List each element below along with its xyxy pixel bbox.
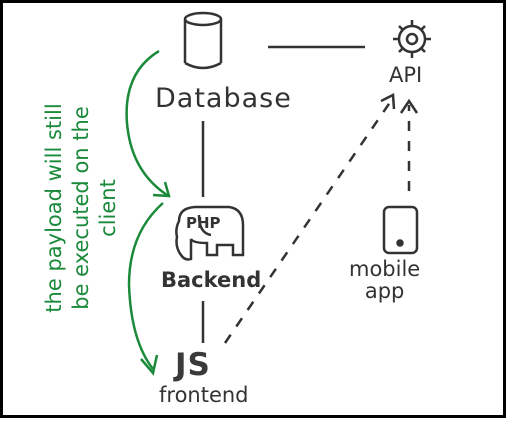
- api-label: API: [389, 63, 423, 87]
- elephant-icon: [175, 205, 245, 261]
- mobile-app-label: mobile app: [349, 258, 420, 302]
- app-label-line: app: [364, 279, 405, 303]
- backend-label: Backend: [161, 268, 262, 292]
- annotation-line-3: client: [96, 179, 120, 237]
- database-label: Database: [155, 83, 292, 114]
- gear-icon: [393, 20, 431, 58]
- mobile-api-dashed-arrow: [399, 98, 419, 191]
- php-logo-text: PHP: [186, 214, 221, 232]
- green-arrow-to-backend: [125, 49, 171, 198]
- diagram-canvas: [125, 11, 431, 376]
- client-execution-annotation: the payload will still be executed on th…: [41, 48, 161, 368]
- annotation-line-1: the payload will still: [42, 103, 66, 313]
- database-icon: [183, 11, 223, 70]
- mobile-label-line: mobile: [349, 257, 421, 281]
- js-logo-text: JS: [175, 347, 211, 383]
- frontend-label: frontend: [159, 383, 249, 407]
- annotation-line-2: be executed on the: [69, 106, 93, 310]
- frontend-api-dashed-arrow: [223, 93, 396, 344]
- green-arrow-to-frontend: [127, 202, 164, 376]
- mobile-phone-icon: [382, 205, 419, 255]
